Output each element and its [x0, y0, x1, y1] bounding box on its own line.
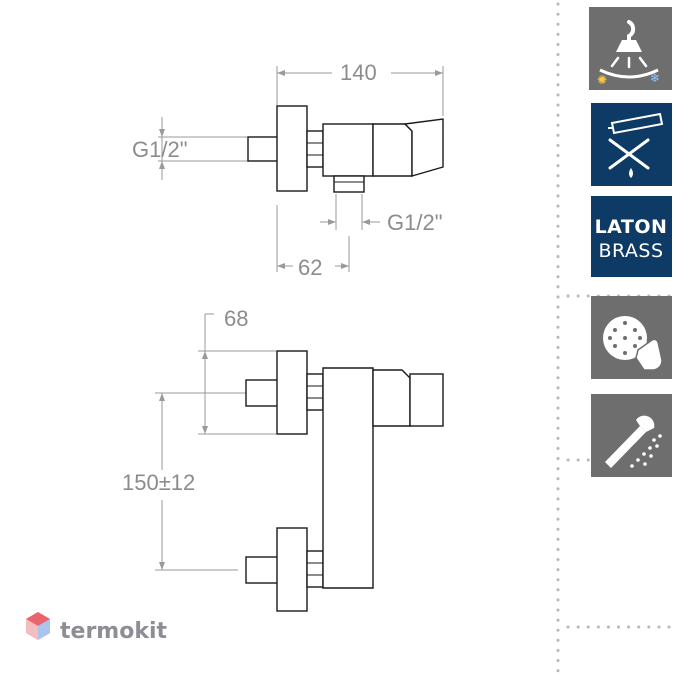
- mixer-body: [322, 123, 374, 177]
- mixer-vertical-body: [322, 367, 374, 589]
- front-lever-base: [372, 369, 411, 427]
- front-lever-handle: [409, 373, 444, 427]
- upper-hex-nut: [306, 373, 324, 411]
- outlet-thread-label: G1/2": [387, 210, 443, 235]
- dimension-140-label: 140: [340, 60, 377, 85]
- lower-hex-nut: [306, 550, 324, 588]
- inlet-pipe: [247, 136, 279, 162]
- hex-nut: [306, 130, 324, 168]
- badge-line-1: LATON: [595, 216, 668, 238]
- no-abrasive-cleaning-icon: [591, 103, 672, 186]
- svg-text:✺: ✺: [597, 73, 607, 87]
- dimension-62-label: 62: [298, 255, 322, 280]
- upper-wall-flange: [276, 350, 308, 435]
- svg-text:❄: ❄: [650, 71, 660, 85]
- center-distance-label: 150±12: [122, 470, 195, 495]
- wall-flange: [276, 105, 308, 192]
- dimension-68-label: 68: [224, 306, 248, 331]
- lower-inlet-pipe: [245, 556, 279, 584]
- mixer-lever-handle: [403, 118, 444, 177]
- lower-wall-flange: [276, 527, 308, 612]
- front-view: 68 150±12: [122, 306, 444, 612]
- thermostatic-shower-icon: ✺ ❄: [589, 7, 672, 90]
- anti-limescale-nozzles-icon: [591, 296, 672, 379]
- brand-name: termokit: [60, 619, 167, 644]
- mixer-lever-base: [372, 123, 413, 177]
- laton-brass-badge: LATON BRASS: [591, 196, 672, 277]
- hand-shower-spray-icon: [591, 394, 672, 477]
- side-view: 140 G1/2" G1/2": [132, 60, 444, 280]
- upper-inlet-pipe: [245, 379, 279, 407]
- inlet-thread-label: G1/2": [132, 137, 188, 162]
- outlet-nipple: [333, 175, 365, 193]
- termokit-logo: termokit: [26, 612, 167, 644]
- badge-line-2: BRASS: [598, 240, 663, 262]
